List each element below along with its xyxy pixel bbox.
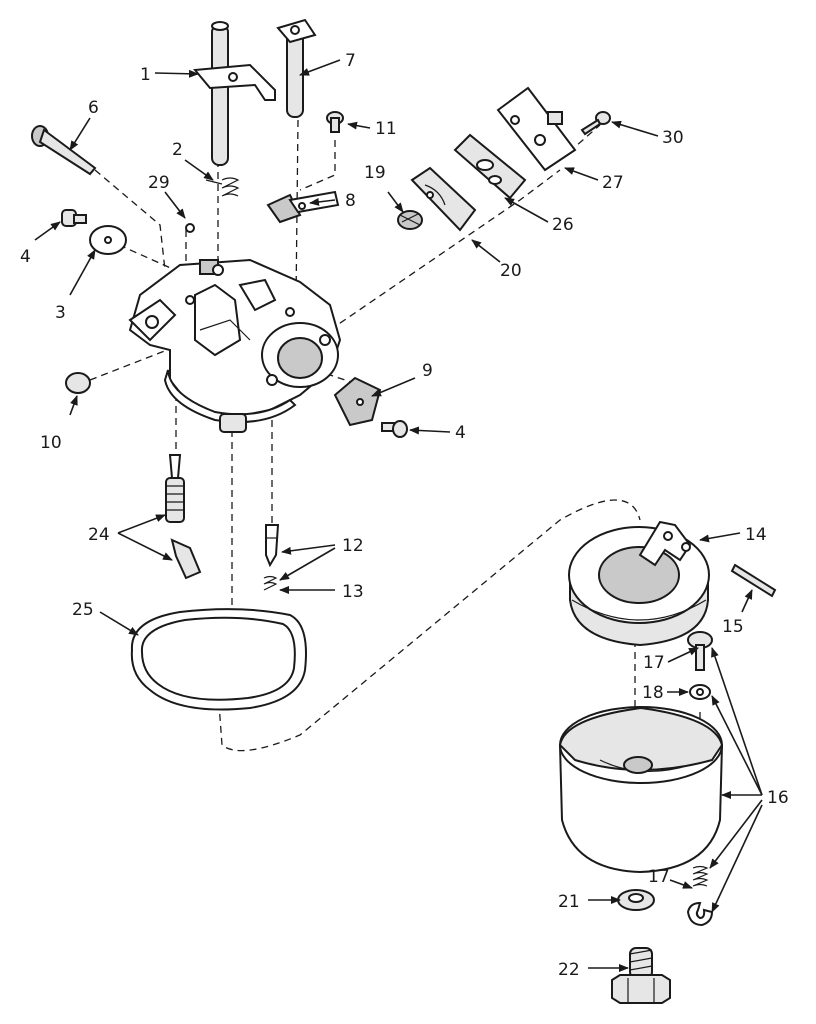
callout-12: 12 [342, 536, 364, 556]
callout-15: 15 [722, 617, 744, 637]
callout-22: 22 [558, 960, 580, 980]
carburetor-body [128, 258, 342, 433]
retaining-clip [686, 901, 714, 927]
callout-1: 1 [140, 65, 151, 85]
fuel-filter-screen [397, 210, 423, 230]
callout-2: 2 [172, 140, 183, 160]
callout-26: 26 [552, 215, 574, 235]
choke-plate [333, 376, 382, 427]
float [568, 520, 710, 647]
callout-9: 9 [422, 361, 433, 381]
callout-20: 20 [500, 261, 522, 281]
callout-29: 29 [148, 173, 170, 193]
callout-14: 14 [745, 525, 767, 545]
callout-16: 16 [767, 788, 789, 808]
inlet-spring [263, 575, 278, 591]
bowl-nut-seal-upper [687, 631, 713, 700]
pump-cover [496, 86, 577, 172]
callout-4-left: 4 [20, 247, 31, 267]
callout-25: 25 [72, 600, 94, 620]
leader-lines [34, 59, 763, 972]
choke-shaft [276, 18, 317, 118]
callout-18: 18 [642, 683, 664, 703]
callout-19: 19 [364, 163, 386, 183]
pump-diaphragm [453, 133, 527, 200]
callout-8: 8 [345, 191, 356, 211]
inlet-needle [265, 524, 280, 568]
throttle-plate [89, 225, 127, 255]
screw-right [381, 420, 408, 438]
shaft-spring [205, 177, 240, 197]
check-ball [185, 223, 195, 233]
bowl-nut [611, 947, 671, 1004]
idle-screw [31, 125, 97, 176]
callout-21: 21 [558, 892, 580, 912]
callout-24: 24 [88, 525, 110, 545]
pump-screw [580, 111, 611, 136]
callout-10: 10 [40, 433, 62, 453]
welch-plug [65, 372, 91, 394]
throttle-shaft [193, 21, 276, 166]
callout-7: 7 [345, 51, 356, 71]
bowl-drain-spring [692, 865, 709, 887]
bowl-gasket [130, 608, 307, 711]
float-hinge-pin [730, 563, 777, 598]
callout-30: 30 [662, 128, 684, 148]
callout-13: 13 [342, 582, 364, 602]
callout-4-right: 4 [455, 423, 466, 443]
pump-gasket [410, 166, 477, 232]
choke-bracket [266, 190, 340, 224]
callout-6: 6 [88, 98, 99, 118]
main-jet-needle [165, 454, 202, 580]
callout-27: 27 [602, 173, 624, 193]
callout-17-upper: 17 [643, 653, 665, 673]
bowl-washer [617, 889, 655, 911]
float-bowl [558, 706, 724, 874]
callout-11: 11 [375, 119, 397, 139]
callout-3: 3 [55, 303, 66, 323]
callout-labels: 1 2 3 4 6 7 8 9 10 11 12 13 14 15 16 17 … [20, 51, 789, 980]
choke-screw [326, 111, 344, 133]
callout-17-lower: 17 [648, 867, 670, 887]
screw-left [61, 209, 87, 227]
